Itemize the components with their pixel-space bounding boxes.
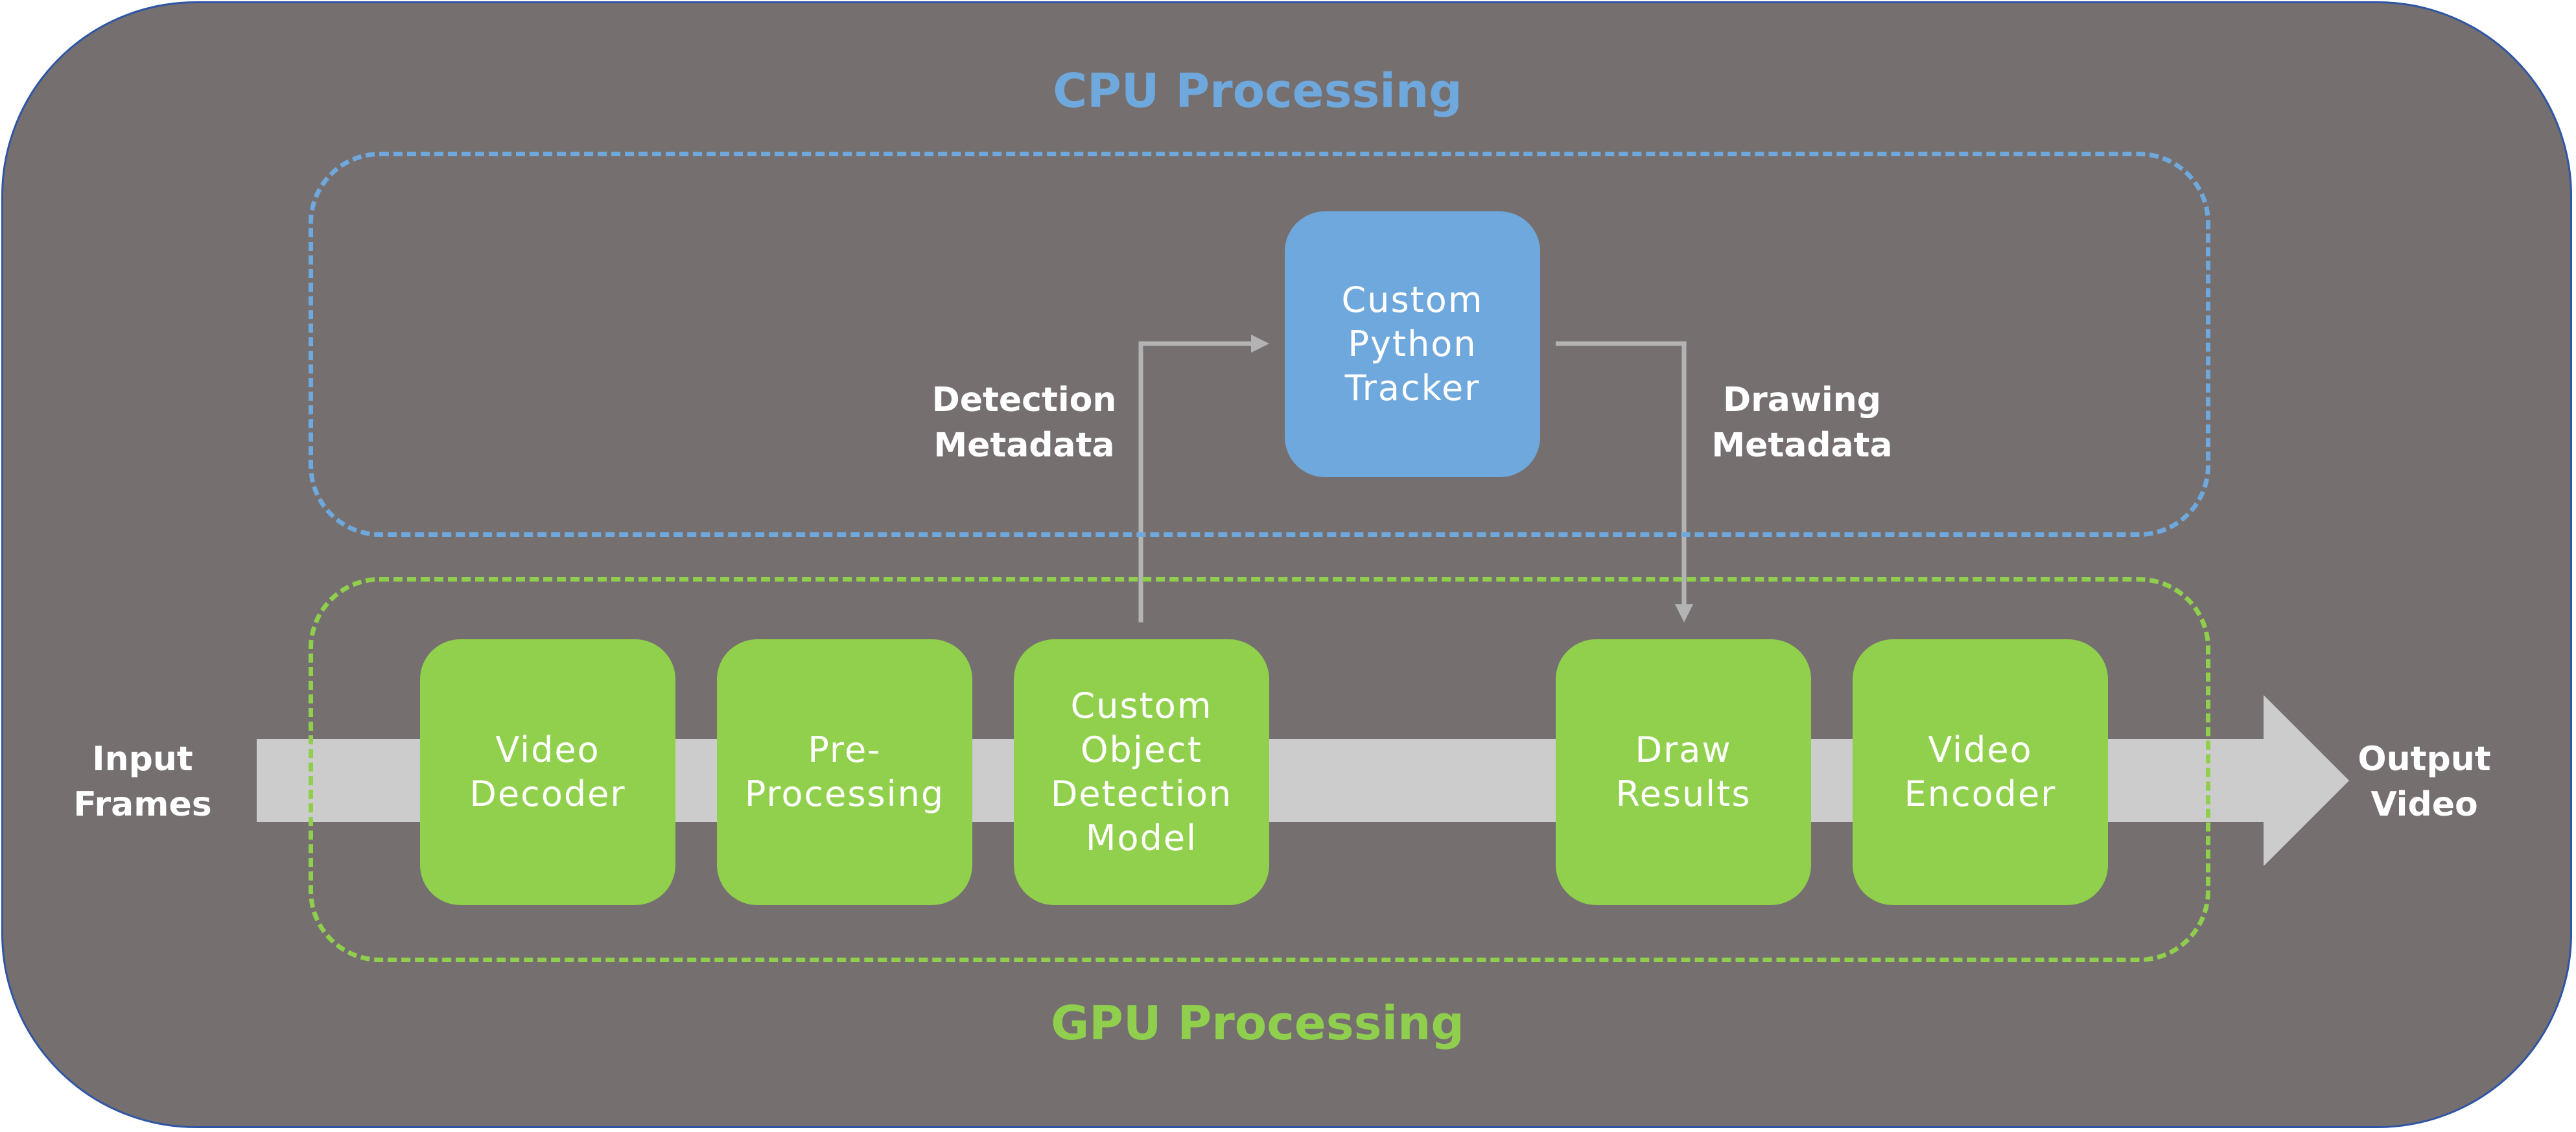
gpu-processing-title: GPU Processing bbox=[1051, 996, 1464, 1050]
output-video-label: Output Video bbox=[2358, 740, 2491, 824]
custom-python-tracker-block: Custom Python Tracker bbox=[1285, 211, 1540, 477]
custom-object-detection-model-block: Custom Object Detection Model bbox=[1014, 639, 1269, 905]
gpu-processing-zone bbox=[309, 577, 2210, 962]
custom-object-detection-model-label: Custom Object Detection Model bbox=[1050, 685, 1233, 858]
video-encoder-block: Video Encoder bbox=[1853, 639, 2108, 905]
pre-processing-block: Pre- Processing bbox=[717, 639, 972, 905]
video-decoder-label: Video Decoder bbox=[469, 729, 626, 814]
cpu-processing-zone bbox=[309, 152, 2210, 537]
detection-metadata-connector bbox=[1138, 341, 1255, 622]
custom-python-tracker-label: Custom Python Tracker bbox=[1341, 279, 1484, 408]
main-flow-arrow bbox=[257, 695, 2349, 866]
cpu-processing-title: CPU Processing bbox=[1053, 64, 1462, 118]
input-frames-label: Input Frames bbox=[73, 740, 212, 824]
draw-results-block: Draw Results bbox=[1556, 639, 1811, 905]
video-encoder-label: Video Encoder bbox=[1904, 729, 2057, 814]
drawing-metadata-arrowhead bbox=[1675, 604, 1693, 622]
video-decoder-block: Video Decoder bbox=[420, 639, 675, 905]
detection-metadata-label: Detection Metadata bbox=[931, 381, 1117, 465]
pre-processing-label: Pre- Processing bbox=[744, 729, 945, 814]
drawing-metadata-label: Drawing Metadata bbox=[1711, 381, 1893, 465]
draw-results-label: Draw Results bbox=[1615, 729, 1751, 814]
detection-metadata-arrowhead bbox=[1251, 335, 1269, 353]
drawing-metadata-connector bbox=[1556, 341, 1687, 608]
